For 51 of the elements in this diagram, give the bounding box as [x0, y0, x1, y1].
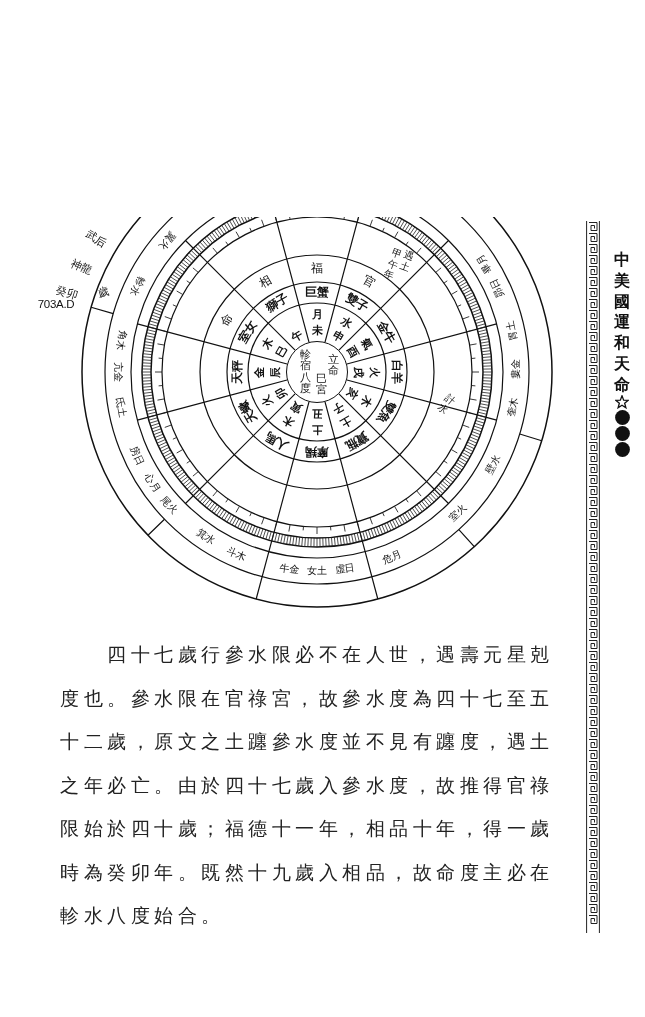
- mansion-label: 尾火: [158, 494, 180, 516]
- zodiac-label: 天秤: [231, 360, 243, 384]
- mansion-label: 胃土: [504, 319, 519, 342]
- year-label: 703A.D: [37, 299, 75, 311]
- mansion-label: 斗木: [224, 545, 248, 563]
- zodiac-label: 巨蟹: [305, 286, 329, 298]
- zodiac-label: 白羊: [391, 360, 403, 384]
- branch-label: 午: [288, 327, 306, 347]
- zodiac-label: 雙子: [343, 291, 371, 314]
- body-paragraph: 四十七歲行參水限必不在人世，遇壽元星剋度也。參水限在官祿宮，故參水度為四十七至五十二歲，原文之土躔參水度並不見有躔度，遇土之年必亡。由於四十七歲入參水度，故推得官祿限始於四十歲；福德十一年，相品十年，得一歲時為癸卯年。既然十九歲入相品，故命度主必在軫水八度始合。: [60, 643, 555, 928]
- age-label: 歲: [95, 285, 110, 299]
- zodiac-label: 雙魚: [375, 398, 398, 426]
- branch-label: 月未: [311, 307, 323, 338]
- house-label: 相: [256, 273, 274, 291]
- zodiac-label: 室女: [236, 318, 259, 346]
- mansion-label: 室火: [447, 502, 469, 524]
- branch-label: 金辰: [252, 366, 282, 378]
- mansion-label: 房日: [127, 444, 146, 468]
- zodiac-label: 寶瓶: [343, 430, 371, 453]
- branch-label: 木巳: [258, 335, 290, 361]
- mansion-label: 婁金: [510, 358, 522, 379]
- house-label: 福: [311, 262, 323, 274]
- mansion-label: 心月: [142, 472, 162, 495]
- zodiac-label: 天蠍: [236, 398, 259, 426]
- note-label: 計水: [436, 392, 458, 416]
- mansion-label: 角木: [114, 328, 128, 351]
- mansion-label: 危月: [380, 548, 403, 565]
- era-label: 神龍: [69, 257, 94, 277]
- mansion-label: 軫水: [128, 275, 147, 298]
- branch-label: 土丑: [311, 407, 323, 437]
- era-label: 武后: [83, 228, 109, 250]
- house-label: 命: [218, 311, 236, 329]
- branch-label: 火戌: [352, 366, 382, 378]
- zodiac-label: 金牛: [375, 318, 398, 346]
- mansion-label: 女土: [307, 566, 327, 576]
- house-label: 官: [360, 273, 378, 291]
- mansion-label: 氐土: [114, 395, 128, 418]
- mansion-label: 畢月: [474, 252, 494, 275]
- mansion-label: 翼火: [156, 230, 178, 253]
- mansion-label: 牛金: [278, 562, 300, 576]
- running-header: 中美國運和天命: [614, 250, 630, 395]
- zodiac-label: 獅子: [263, 291, 291, 314]
- zodiac-label: 摩羯: [305, 446, 329, 458]
- zodiac-label: 人馬: [263, 430, 291, 453]
- mansion-label: 箕水: [194, 527, 217, 547]
- mansion-label: 虛日: [334, 562, 356, 576]
- mansion-label: 奎木: [506, 395, 520, 418]
- mansion-label: 昴日: [488, 276, 507, 300]
- mansion-label: 亢金: [113, 362, 123, 382]
- mansion-label: 壁水: [483, 454, 502, 477]
- center-label: 立命巳宮軫宿八度: [299, 347, 340, 397]
